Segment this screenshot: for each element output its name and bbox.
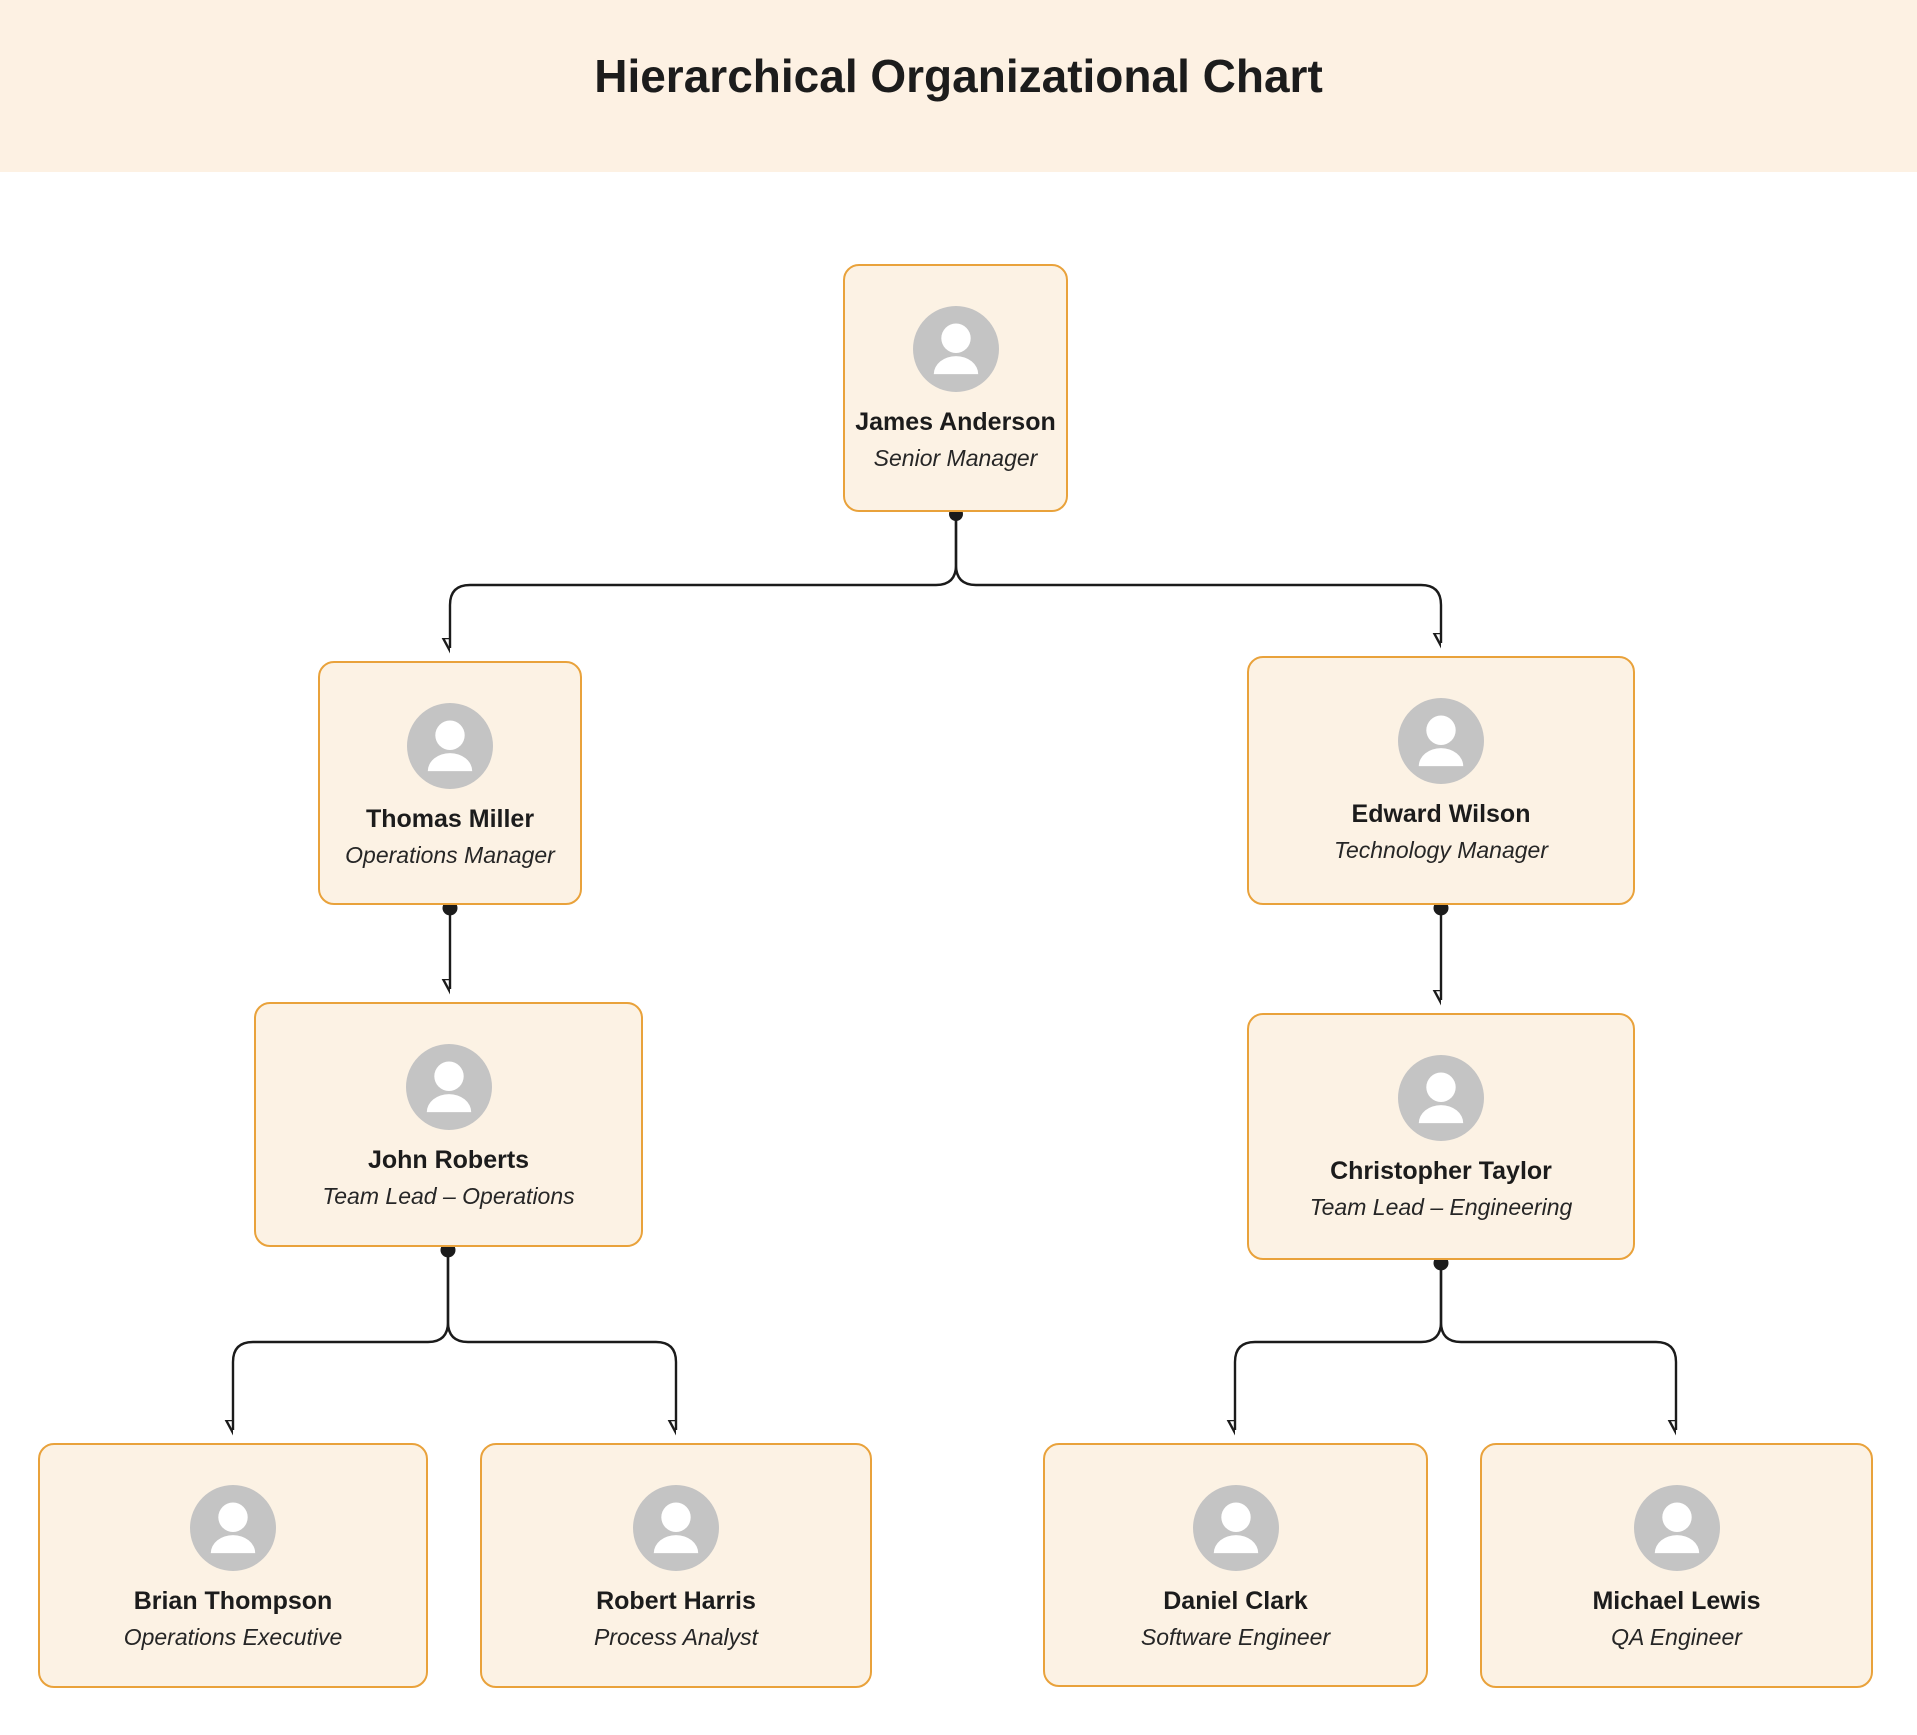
node-name: John Roberts bbox=[367, 1146, 530, 1174]
node-role: Senior Manager bbox=[873, 445, 1038, 471]
node-role: Team Lead – Operations bbox=[322, 1183, 575, 1209]
org-node-christopher-taylor: Christopher Taylor Team Lead – Engineeri… bbox=[1247, 1013, 1635, 1260]
org-node-thomas-miller: Thomas Miller Operations Manager bbox=[318, 661, 582, 905]
node-name: Michael Lewis bbox=[1592, 1587, 1761, 1615]
org-node-michael-lewis: Michael Lewis QA Engineer bbox=[1480, 1443, 1873, 1688]
node-role: Process Analyst bbox=[593, 1624, 759, 1650]
node-role: QA Engineer bbox=[1611, 1624, 1742, 1650]
edge-christopher-taylor-to-daniel-clark bbox=[1235, 1262, 1443, 1430]
edge-james-anderson-to-edward-wilson bbox=[954, 514, 1443, 643]
edge-christopher-taylor-to-michael-lewis bbox=[1439, 1262, 1678, 1430]
person-icon bbox=[1192, 1485, 1279, 1571]
person-icon bbox=[190, 1485, 276, 1571]
person-icon bbox=[1398, 1055, 1484, 1141]
node-name: Christopher Taylor bbox=[1330, 1157, 1552, 1185]
org-node-brian-thompson: Brian Thompson Operations Executive bbox=[38, 1443, 428, 1688]
person-icon bbox=[407, 703, 493, 789]
org-node-daniel-clark: Daniel Clark Software Engineer bbox=[1043, 1443, 1428, 1687]
node-role: Software Engineer bbox=[1140, 1624, 1331, 1650]
org-node-james-anderson: James Anderson Senior Manager bbox=[843, 264, 1068, 512]
node-role: Technology Manager bbox=[1334, 837, 1548, 863]
node-name: Thomas Miller bbox=[365, 805, 535, 833]
person-icon bbox=[405, 1044, 492, 1130]
title-banner: Hierarchical Organizational Chart bbox=[0, 0, 1917, 172]
org-node-robert-harris: Robert Harris Process Analyst bbox=[480, 1443, 872, 1688]
edge-john-roberts-to-robert-harris bbox=[446, 1249, 678, 1430]
org-node-john-roberts: John Roberts Team Lead – Operations bbox=[254, 1002, 643, 1247]
person-icon bbox=[633, 1485, 719, 1571]
page-title: Hierarchical Organizational Chart bbox=[594, 50, 1323, 102]
node-name: Robert Harris bbox=[596, 1587, 756, 1615]
person-icon bbox=[912, 306, 999, 392]
node-name: Edward Wilson bbox=[1351, 800, 1531, 828]
edge-james-anderson-to-thomas-miller bbox=[450, 514, 958, 648]
node-name: Brian Thompson bbox=[133, 1587, 333, 1615]
person-icon bbox=[1398, 698, 1484, 784]
org-node-edward-wilson: Edward Wilson Technology Manager bbox=[1247, 656, 1635, 905]
person-icon bbox=[1633, 1485, 1720, 1571]
node-role: Team Lead – Engineering bbox=[1309, 1194, 1573, 1220]
node-name: James Anderson bbox=[855, 408, 1056, 436]
node-role: Operations Executive bbox=[123, 1624, 343, 1650]
node-role: Operations Manager bbox=[345, 842, 555, 868]
edge-john-roberts-to-brian-thompson bbox=[233, 1249, 450, 1430]
node-name: Daniel Clark bbox=[1163, 1587, 1308, 1615]
